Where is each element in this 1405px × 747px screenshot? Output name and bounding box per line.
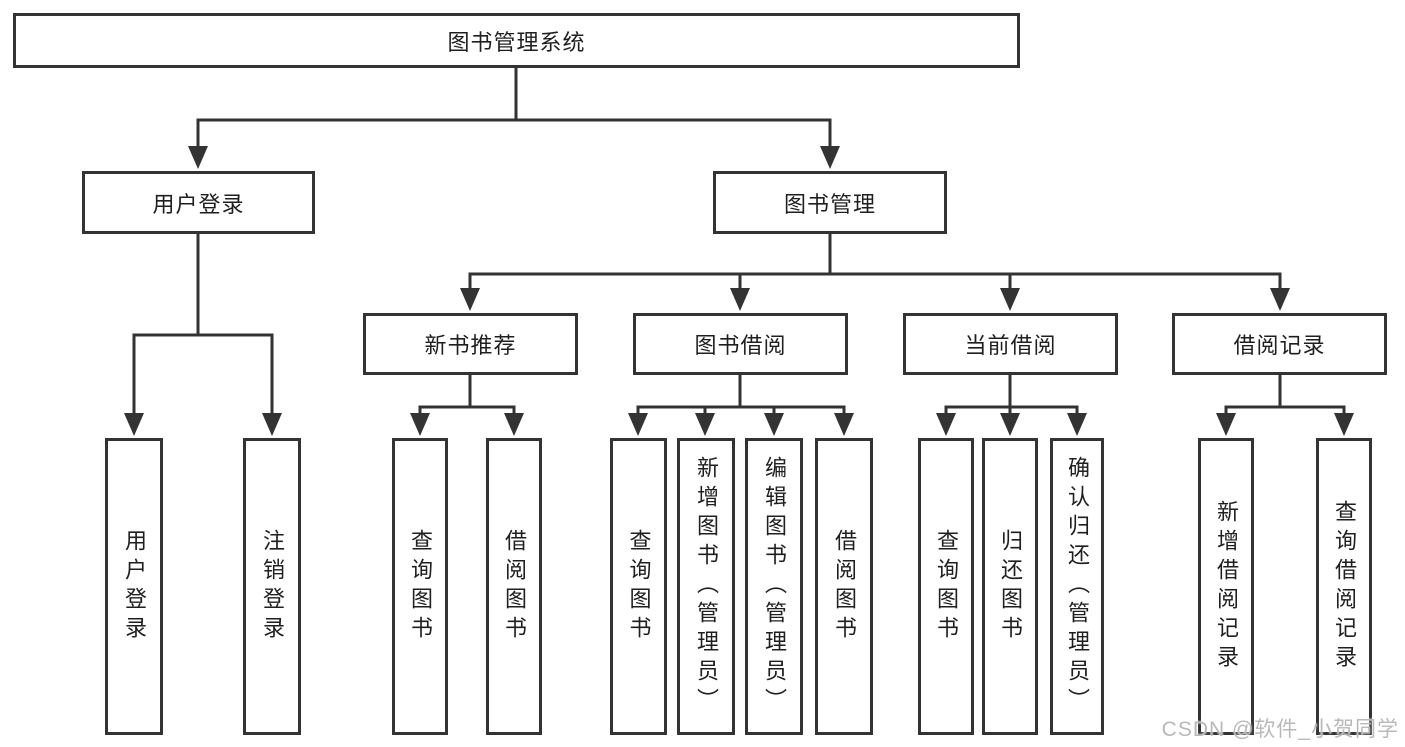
leaf-user-login-label: 用户登录: [122, 528, 147, 645]
arrowhead-down: [1334, 413, 1354, 436]
leaf-current-query-label: 查询图书: [934, 528, 959, 645]
arrowhead-down: [936, 413, 956, 436]
node-root: 图书管理系统: [13, 13, 1020, 68]
node-root-label: 图书管理系统: [447, 29, 586, 55]
leaf-borrowing-edit-label: 编辑图书（管理员）: [762, 456, 787, 717]
arrowhead-down: [1270, 288, 1290, 311]
leaf-user-login: 用户登录: [105, 438, 163, 735]
arrowhead-down: [1067, 413, 1087, 436]
leaf-newbooks-query: 查询图书: [392, 438, 448, 735]
arrowhead-down: [1000, 413, 1020, 436]
leaf-records-add-label: 新增借阅记录: [1214, 499, 1239, 674]
arrowhead-down: [628, 413, 648, 436]
leaf-newbooks-borrow-label: 借阅图书: [502, 528, 527, 645]
arrowhead-down: [410, 413, 430, 436]
arrowhead-down: [188, 146, 208, 169]
node-new-books-label: 新书推荐: [424, 333, 517, 358]
arrowhead-down: [1000, 288, 1020, 311]
node-current-borrow-label: 当前借阅: [964, 333, 1057, 358]
leaf-borrowing-query: 查询图书: [610, 438, 667, 735]
arrowhead-down: [764, 413, 784, 436]
leaf-borrowing-borrow: 借阅图书: [815, 438, 873, 735]
leaf-borrowing-add: 新增图书（管理员）: [677, 438, 735, 735]
leaf-newbooks-borrow: 借阅图书: [486, 438, 542, 735]
leaf-borrowing-query-label: 查询图书: [626, 528, 652, 645]
arrowhead-down: [695, 413, 715, 436]
arrowhead-down: [1216, 413, 1236, 436]
leaf-records-query: 查询借阅记录: [1316, 438, 1372, 735]
arrowhead-down: [834, 413, 854, 436]
leaf-current-confirm-label: 确认归还（管理员）: [1065, 456, 1090, 717]
node-user-login-label: 用户登录: [152, 191, 245, 217]
arrowhead-down: [730, 288, 750, 311]
arrowhead-down: [262, 413, 282, 436]
leaf-borrowing-add-label: 新增图书（管理员）: [694, 456, 719, 717]
arrowhead-down: [820, 146, 840, 169]
node-new-books: 新书推荐: [363, 313, 578, 375]
leaf-records-query-label: 查询借阅记录: [1332, 499, 1357, 674]
node-book-mgmt-label: 图书管理: [783, 191, 876, 217]
leaf-current-return-label: 归还图书: [998, 528, 1023, 645]
node-borrow-records-label: 借阅记录: [1233, 333, 1326, 358]
leaf-current-return: 归还图书: [982, 438, 1038, 735]
node-book-mgmt: 图书管理: [713, 171, 947, 234]
arrowhead-down: [504, 413, 524, 436]
csdn-watermark: CSDN @软件_小贺同学: [1161, 718, 1399, 741]
arrowhead-down: [460, 288, 480, 311]
node-user-login: 用户登录: [82, 171, 315, 234]
leaf-logout: 注销登录: [243, 438, 301, 735]
leaf-borrowing-edit: 编辑图书（管理员）: [745, 438, 803, 735]
node-borrowing-label: 图书借阅: [694, 333, 787, 358]
node-current-borrow: 当前借阅: [903, 313, 1118, 375]
leaf-borrowing-borrow-label: 借阅图书: [832, 528, 857, 645]
leaf-current-query: 查询图书: [918, 438, 974, 735]
arrowhead-down: [124, 413, 144, 436]
leaf-records-add: 新增借阅记录: [1198, 438, 1254, 735]
leaf-newbooks-query-label: 查询图书: [408, 528, 433, 645]
node-borrowing: 图书借阅: [633, 313, 848, 375]
leaf-current-confirm: 确认归还（管理员）: [1050, 438, 1104, 735]
leaf-logout-label: 注销登录: [260, 528, 285, 645]
node-borrow-records: 借阅记录: [1172, 313, 1387, 375]
